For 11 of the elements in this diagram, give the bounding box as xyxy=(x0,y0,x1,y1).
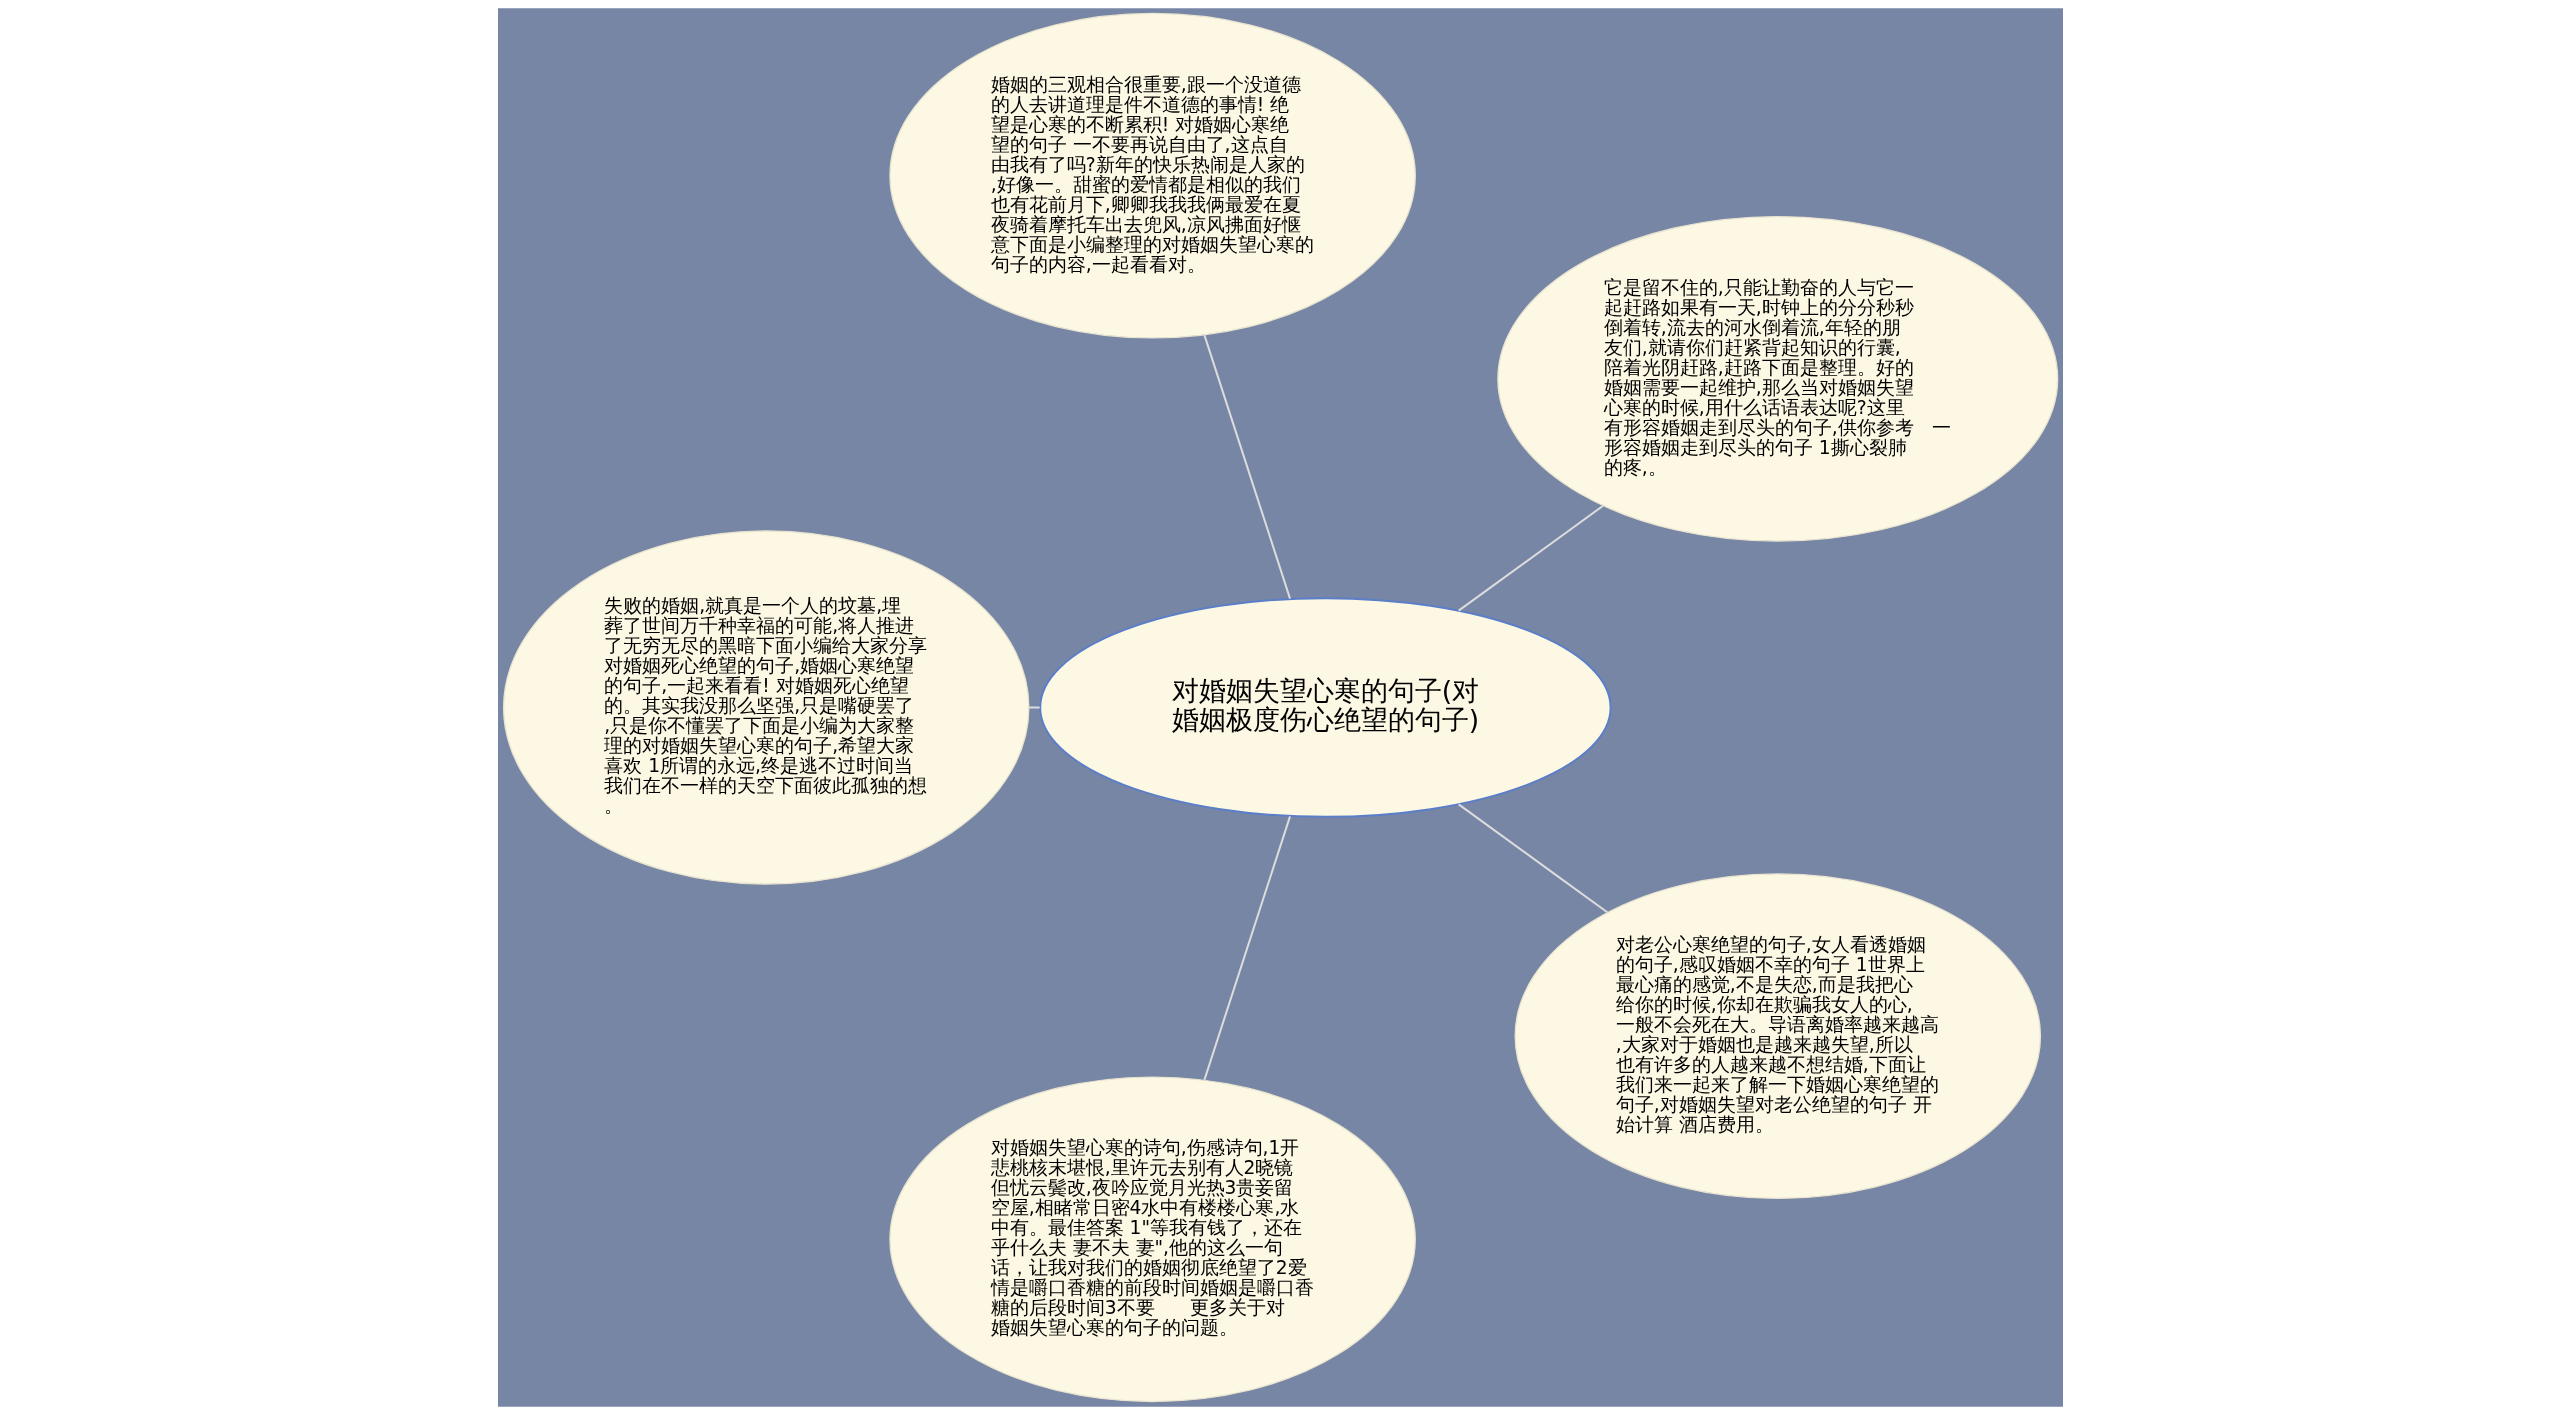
node-ellipse: 失败的婚姻,就真是一个人的坟墓,埋葬了世间万千种幸福的可能,将人推进了无穷无尽的黑暗下面小编给大家分享对婚姻死心绝望的句子,婚姻心寒绝望的句子,一起来看看! 对婚姻死心绝望的。其实我没那么坚强,只是嘴硬罢了,只是你不懂罢了下面是小编为大家整理的对婚姻失望心寒的句子,希望大家喜欢 1所谓的永远,终是逃不过时间当我们在不一样的天空下面彼此孤独的想。 xyxy=(502,530,1030,885)
connector xyxy=(1202,815,1291,1082)
connector xyxy=(1457,803,1609,914)
connector xyxy=(1457,504,1604,612)
node-ellipse: 对婚姻失望心寒的句子(对婚姻极度伤心绝望的句子) xyxy=(1038,597,1612,818)
connector xyxy=(1202,333,1291,600)
node-ellipse: 它是留不住的,只能让勤奋的人与它一起赶路如果有一天,时钟上的分分秒秒倒着转,流去的河水倒着流,年轻的朋友们,就请你们赶紧背起知识的行囊,陪着光阴赶路,赶路下面是整理。好的婚姻需要一起维护,那么当对婚姻失望心寒的时候,用什么话语表达呢?这里有形容婚姻走到尽头的句子,供你参考 一形容婚姻走到尽头的句子 1撕心裂肺的疼,。 xyxy=(1496,215,2058,542)
connector xyxy=(1027,706,1041,709)
node-ellipse: 对婚姻失望心寒的诗句,伤感诗句,1开悲桃核末堪恨,里许元去别有人2晓镜但忧云鬓改,夜吟应觉月光热3贵妾留空屋,相睹常日密4水中有楼楼心寒,水中有。最佳答案 1"等我有钱了，还在乎什么夫 妻不夫 妻",他的这么一句话，让我对我们的婚姻彻底绝望了2爱情是嚼口香糖的前段时间婚姻是嚼口香糖的后段时间3不要 更多关于对婚姻失望心寒的句子的问题。 xyxy=(888,1076,1416,1403)
node-ellipse: 对老公心寒绝望的句子,女人看透婚姻的句子,感叹婚姻不幸的句子 1世界上最心痛的感觉,不是失恋,而是我把心给你的时候,你却在欺骗我女人的心,一般不会死在大。导语离婚率越来越高,大家对于婚姻也是越来越失望,所以也有许多的人越来越不想结婚,下面让我们来一起来了解一下婚姻心寒绝望的句子,对婚姻失望对老公绝望的句子 开始计算 酒店费用。 xyxy=(1514,873,2041,1200)
node-ellipse: 婚姻的三观相合很重要,跟一个没道德的人去讲道理是件不道德的事情! 绝望是心寒的不断累积! 对婚姻心寒绝望的句子 一不要再说自由了,这点自由我有了吗?新年的快乐热闹是人家的,好像一。甜蜜的爱情都是相似的我们也有花前月下,卿卿我我我俩最爱在夏夜骑着摩托车出去兜风,凉风拂面好惬意下面是小编整理的对婚姻失望心寒的句子的内容,一起看看对。 xyxy=(888,12,1416,339)
